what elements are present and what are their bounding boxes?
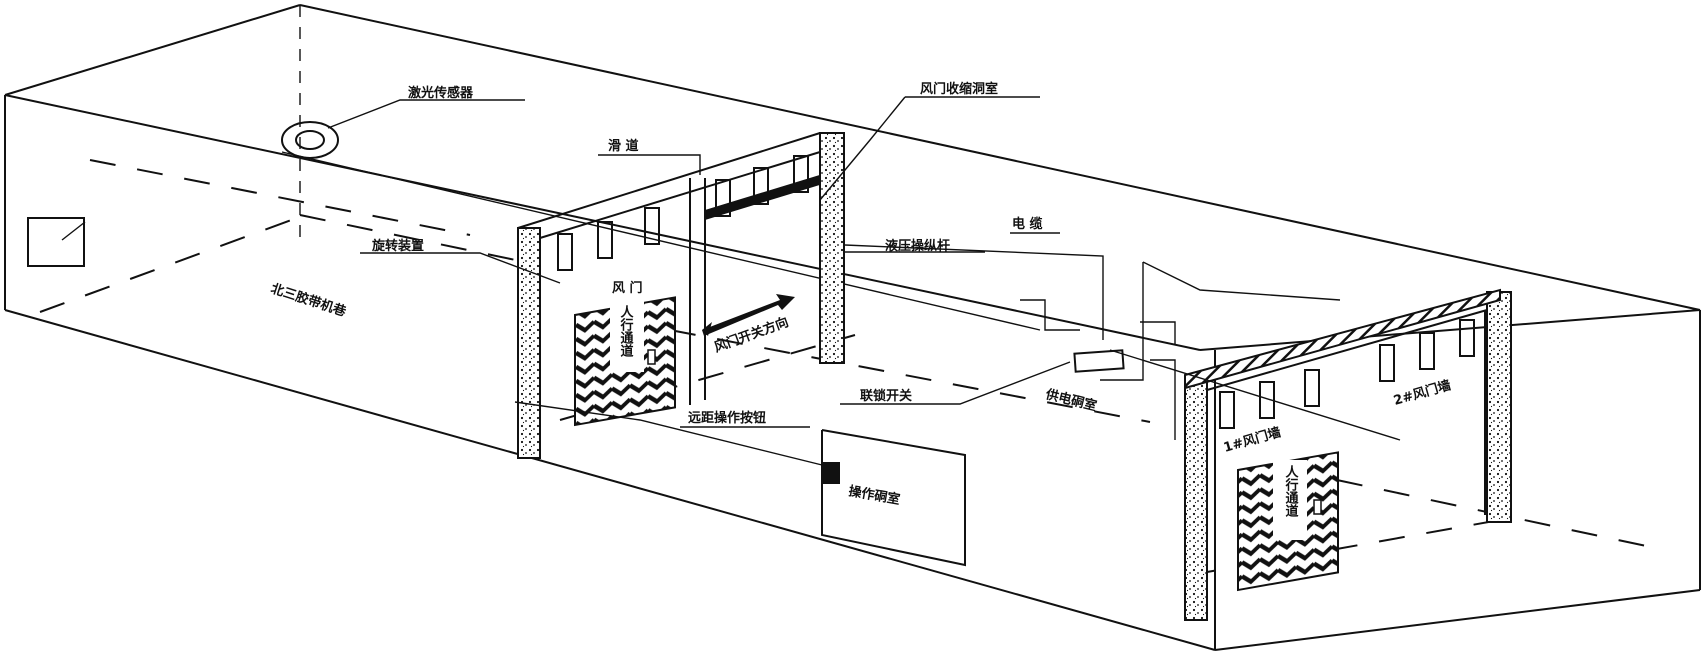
interlock-box	[1073, 349, 1125, 373]
roadway-outline	[4, 4, 1701, 651]
label-north-belt-roadway: 北三胶带机巷	[269, 281, 349, 321]
label-door-compartment: 风门收缩洞室	[920, 81, 998, 97]
label-hydraulic-lever: 液压操纵杆	[885, 238, 950, 254]
label-pedestrian-right: 人行通道	[1283, 464, 1300, 518]
label-remote-button: 远距操作按钮	[688, 410, 766, 426]
leader-lines	[360, 96, 1071, 428]
label-door-2: 2#风门墙	[1392, 377, 1453, 409]
label-interlock-switch: 联锁开关	[860, 388, 912, 404]
cable-routing	[844, 244, 1401, 441]
operation-room	[821, 429, 966, 567]
label-rotating-device: 旋转装置	[371, 238, 424, 254]
label-operation-room: 操作硐室	[847, 483, 901, 508]
wall-sign-box	[27, 217, 85, 267]
remote-button-icon	[822, 462, 840, 484]
floor-dashes	[39, 159, 1666, 576]
door-direction-arrow	[702, 294, 795, 336]
label-pedestrian-left: 人行通道	[618, 304, 635, 358]
label-power-room: 供电硐室	[1043, 386, 1098, 414]
label-laser-sensor: 激光传感器	[408, 85, 474, 101]
left-door-wall	[517, 132, 845, 459]
label-door-direction: 风门开关方向	[712, 314, 791, 356]
right-door-wall	[1184, 288, 1512, 621]
label-slide-rail: 滑 道	[608, 138, 639, 154]
label-door-left: 风 门	[612, 280, 643, 296]
label-cable: 电 缆	[1012, 216, 1043, 232]
